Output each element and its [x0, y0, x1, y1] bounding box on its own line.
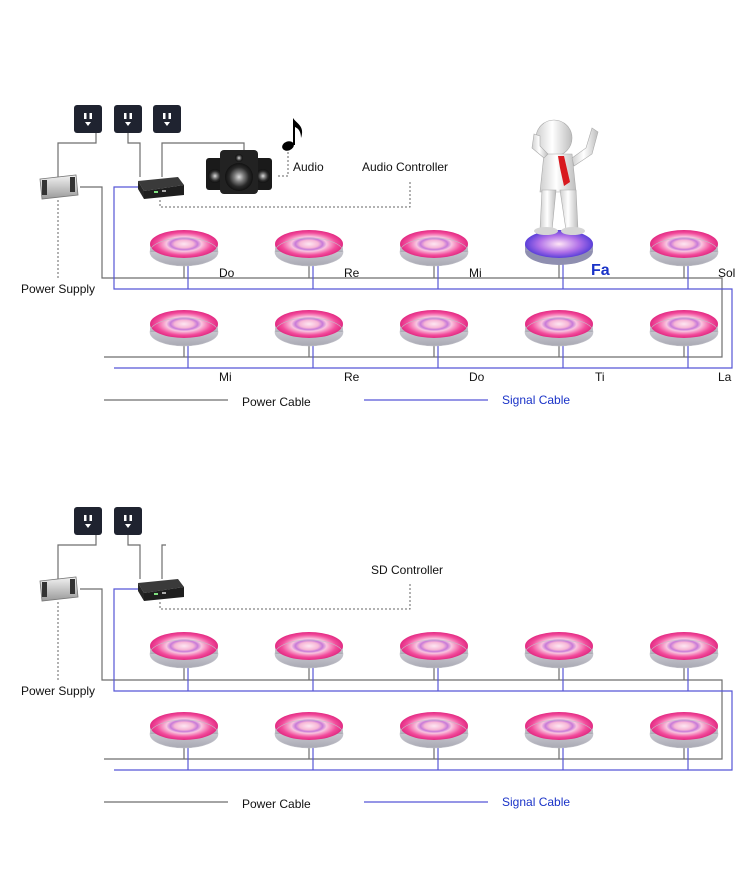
power-cable-legend-label: Power Cable: [242, 797, 311, 811]
led-tile-icon: [149, 632, 219, 669]
led-tile-icon: [274, 712, 344, 749]
power-cable: [57, 535, 97, 587]
speaker-icon: [206, 150, 272, 194]
led-tile-icon: [649, 310, 719, 347]
signal-cable-legend-label: Signal Cable: [502, 393, 571, 407]
audio-leader: [278, 150, 289, 177]
power-supply-label: Power Supply: [21, 282, 96, 296]
led-tile-icon: [649, 632, 719, 669]
wall-socket-icon: [74, 105, 102, 133]
led-tile-icon: [399, 230, 469, 267]
power-supply-icon: [39, 576, 79, 602]
sd-controller-label: SD Controller: [371, 563, 444, 577]
row2-note-label: Do: [469, 370, 485, 384]
row2-note-label: Re: [344, 370, 360, 384]
row2-note-label: La: [718, 370, 732, 384]
power-cable-legend-label: Power Cable: [242, 395, 311, 409]
power-supply-icon: [39, 174, 79, 200]
row2-note-label: Ti: [595, 370, 605, 384]
led-tile-icon: [149, 310, 219, 347]
row1-note-label: Do: [219, 266, 235, 280]
led-tile-icon: [399, 632, 469, 669]
wall-socket-icon: [153, 105, 181, 133]
led-tile-icon: [274, 632, 344, 669]
row1-note-label: Re: [344, 266, 360, 280]
power-cable-main: [80, 588, 723, 760]
power-cable: [161, 142, 166, 177]
led-tile-icon: [274, 310, 344, 347]
led-tile-active-icon: [525, 230, 593, 265]
row1-note-label: Sol: [718, 266, 736, 280]
row2-note-label: Mi: [219, 370, 232, 384]
controller-icon: [138, 579, 184, 601]
person-figure-icon: [531, 119, 599, 235]
cables-diagram-2: [57, 535, 733, 803]
row1-note-label: Mi: [469, 266, 482, 280]
tiles-diagram-2: [149, 632, 719, 749]
power-supply-label: Power Supply: [21, 684, 96, 698]
wall-socket-icon: [114, 105, 142, 133]
devices-diagram-1: [39, 105, 599, 235]
signal-cable-legend-label: Signal Cable: [502, 795, 571, 809]
power-cable: [166, 142, 245, 152]
led-tile-icon: [149, 712, 219, 749]
music-note-icon: [282, 118, 303, 151]
led-tile-icon: [524, 310, 594, 347]
devices-diagram-2: [39, 507, 184, 602]
audio-label: Audio: [293, 160, 324, 174]
row1-note-label-active: Fa: [591, 262, 610, 279]
audio-controller-label: Audio Controller: [362, 160, 449, 174]
power-cable: [161, 544, 166, 579]
controller-leader: [159, 180, 411, 208]
led-tile-icon: [149, 230, 219, 267]
controller-leader: [159, 582, 411, 610]
led-tile-icon: [274, 230, 344, 267]
power-cable: [57, 133, 97, 185]
signal-cable-main: [113, 588, 733, 771]
power-cable: [127, 535, 141, 579]
power-cable-main: [80, 186, 723, 358]
tiles-diagram-1: [149, 230, 719, 347]
led-tile-icon: [649, 712, 719, 749]
signal-cable-main: [113, 186, 733, 369]
led-tile-icon: [524, 632, 594, 669]
controller-icon: [138, 177, 184, 199]
led-tile-icon: [649, 230, 719, 267]
led-tile-icon: [399, 310, 469, 347]
wall-socket-icon: [114, 507, 142, 535]
led-tile-icon: [399, 712, 469, 749]
wall-socket-icon: [74, 507, 102, 535]
led-tile-icon: [524, 712, 594, 749]
power-cable: [127, 133, 141, 177]
